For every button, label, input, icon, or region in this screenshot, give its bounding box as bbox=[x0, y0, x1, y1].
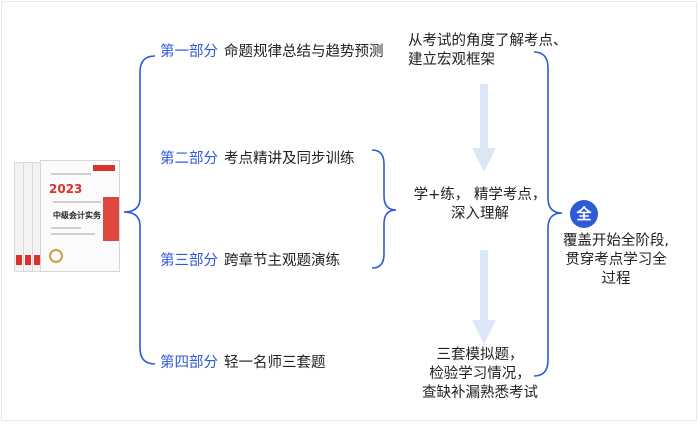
part-2: 第二部分考点精讲及同步训练 bbox=[160, 150, 355, 168]
part-3: 第三部分跨章节主观题演练 bbox=[160, 252, 340, 270]
book-stack-image: 2023 中级会计实务 bbox=[14, 156, 120, 278]
seal-icon bbox=[49, 249, 63, 263]
arrow-down-1 bbox=[472, 84, 496, 172]
note-practice: 三套模拟题， 检验学习情况， 查缺补漏熟悉考试 bbox=[422, 347, 538, 401]
part-1: 第一部分命题规律总结与趋势预测 bbox=[160, 43, 384, 61]
part-title: 考点精讲及同步训练 bbox=[224, 151, 355, 167]
summary-badge: 全 bbox=[570, 200, 598, 228]
book-year: 2023 bbox=[49, 182, 83, 196]
part-4: 第四部分轻一名师三套题 bbox=[160, 354, 326, 372]
part-number: 第一部分 bbox=[160, 44, 218, 60]
note-overview: 从考试的角度了解考点、 建立宏观框架 bbox=[408, 33, 568, 68]
summary-text: 覆盖开始全阶段, 贯穿考点学习全 过程 bbox=[562, 233, 670, 287]
part-title: 命题规律总结与趋势预测 bbox=[224, 44, 384, 60]
part-number: 第二部分 bbox=[160, 151, 218, 167]
right-brace bbox=[533, 51, 563, 377]
left-brace bbox=[123, 55, 156, 365]
note-study: 学+练， 精学考点， 深入理解 bbox=[413, 187, 547, 222]
book-title: 中级会计实务 bbox=[53, 211, 101, 220]
part-title: 轻一名师三套题 bbox=[224, 355, 326, 371]
middle-brace bbox=[371, 149, 397, 269]
part-number: 第三部分 bbox=[160, 253, 218, 269]
cover-red-band bbox=[103, 197, 119, 241]
part-number: 第四部分 bbox=[160, 355, 218, 371]
book-cover: 2023 中级会计实务 bbox=[40, 160, 120, 272]
publisher-logo bbox=[93, 165, 115, 171]
arrow-down-2 bbox=[472, 250, 496, 344]
part-title: 跨章节主观题演练 bbox=[224, 253, 340, 269]
